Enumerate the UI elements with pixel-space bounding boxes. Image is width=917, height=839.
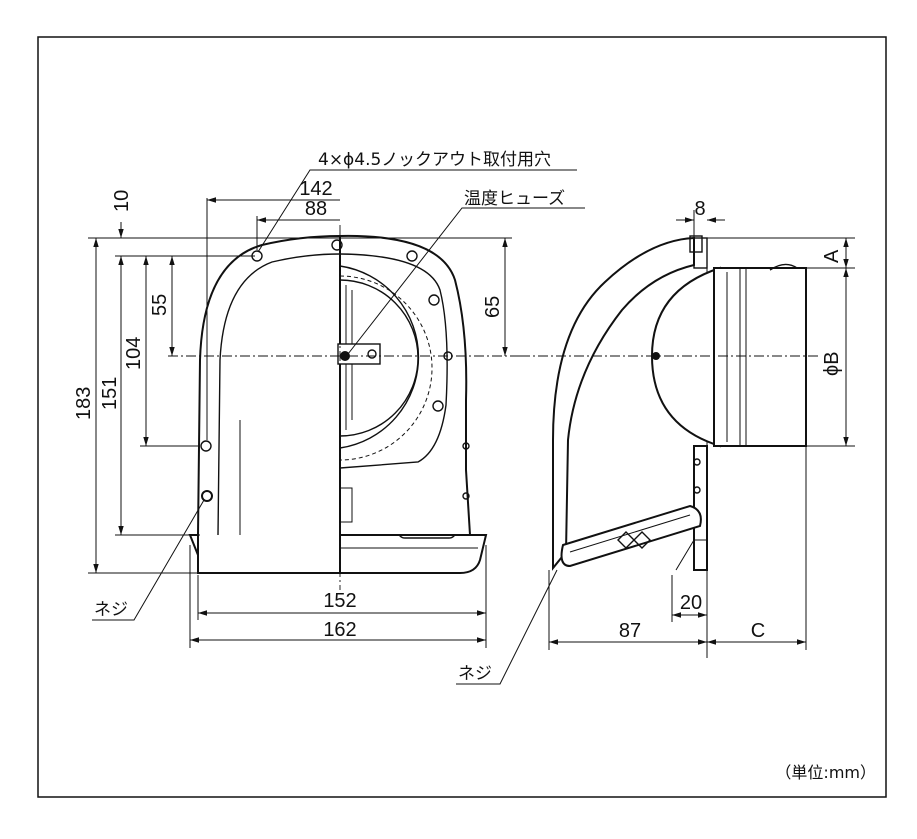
screw-head [201,490,213,502]
front-view [168,225,520,590]
side-louver [560,504,702,568]
dim-10: 10 [111,190,133,212]
side-view [520,235,820,658]
front-dimension-lines [88,169,585,648]
dim-88: 88 [305,198,327,220]
dim-A: A [821,249,843,263]
knockout-hole [200,440,212,452]
dim-65: 65 [482,296,504,318]
dim-162: 162 [323,619,356,641]
dim-20: 20 [680,592,702,614]
dim-151: 151 [99,377,121,410]
side-duct-pipe [713,267,807,447]
dim-142: 142 [299,178,332,200]
label-screw-front: ネジ [94,600,128,620]
dim-87: 87 [619,620,641,642]
dim-phiB: ϕB [821,351,843,376]
label-thermal-fuse: 温度ヒューズ [464,189,565,209]
dim-8: 8 [694,198,705,220]
dim-152: 152 [323,590,356,612]
dim-C: C [751,620,765,642]
dim-55: 55 [149,294,171,316]
unit-note: （単位:mm） [775,763,876,782]
front-inner-housing [339,234,472,536]
label-screw-side: ネジ [458,664,492,684]
side-dimension-lines [456,210,855,685]
dim-183: 183 [73,387,95,420]
drawing-frame [37,36,887,798]
dim-104: 104 [123,337,145,370]
label-knockout-holes: 4×ϕ4.5ノックアウト取付用穴 [318,150,551,170]
knockout-hole [331,239,343,251]
side-damper-dome [650,266,721,448]
